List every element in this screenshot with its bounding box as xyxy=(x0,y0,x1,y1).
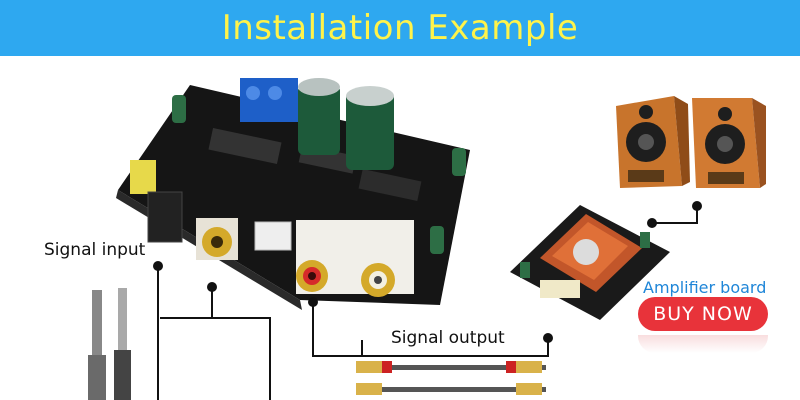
input-cables xyxy=(88,288,131,400)
amplifier-board xyxy=(510,205,670,320)
amplifier-board-label: Amplifier board xyxy=(643,278,767,297)
wiring-dots xyxy=(153,201,702,343)
dac-board xyxy=(116,78,470,310)
signal-output-label: Signal output xyxy=(391,328,505,348)
buy-button-reflection xyxy=(638,335,768,353)
installation-diagram: Signal input Signal output Amplifier boa… xyxy=(0,56,800,400)
diagram-illustration xyxy=(88,78,766,400)
wiring-lines xyxy=(157,206,698,400)
output-cable xyxy=(356,361,546,395)
buy-now-label: BUY NOW xyxy=(653,303,753,325)
buy-now-button[interactable]: BUY NOW xyxy=(638,297,768,331)
signal-input-label: Signal input xyxy=(44,240,146,260)
header-banner: Installation Example xyxy=(0,0,800,56)
speakers xyxy=(616,96,766,188)
page-title: Installation Example xyxy=(221,8,579,48)
